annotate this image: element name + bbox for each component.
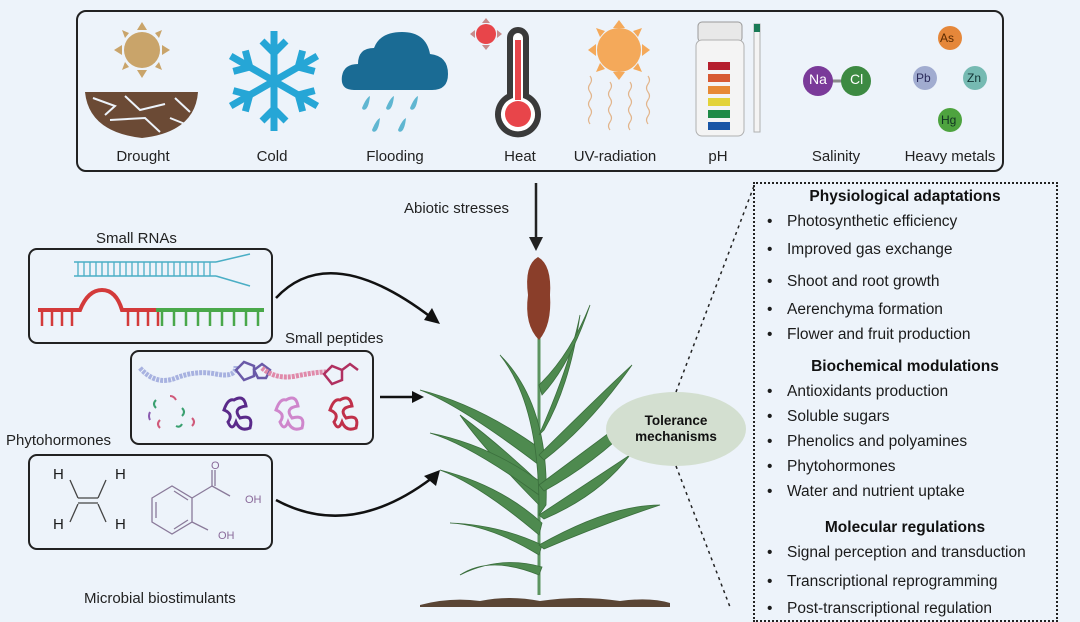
mechanism-item: Transcriptional reprogramming	[767, 573, 997, 591]
small-rnas-box	[28, 248, 273, 344]
down-arrow-icon	[529, 183, 543, 251]
mechanism-item: Flower and fruit production	[767, 326, 971, 344]
small-rnas-label: Small RNAs	[96, 230, 177, 247]
snowflake-icon	[228, 31, 320, 131]
small-peptides-label: Small peptides	[285, 330, 384, 347]
phytohormones-box	[28, 454, 273, 550]
mechanism-item: Aerenchyma formation	[767, 301, 943, 319]
tolerance-mechanisms-ellipse	[606, 392, 746, 466]
stress-label-salinity: Salinity	[811, 148, 861, 165]
thermometer-icon	[470, 18, 541, 138]
stress-label-heavy-metals: Heavy metals	[904, 148, 996, 165]
stress-label-ph: pH	[708, 148, 728, 165]
heavy-metals-icon	[913, 26, 987, 132]
biochemical-title: Biochemical modulations	[811, 358, 999, 375]
mechanism-item: Signal perception and transduction	[767, 544, 1026, 562]
drought-icon	[85, 22, 198, 138]
mechanism-item: Phytohormones	[767, 458, 896, 476]
metal-zn: Zn	[967, 71, 982, 85]
atom-h-1: H	[53, 466, 64, 483]
mechanism-item: Phenolics and polyamines	[767, 433, 967, 451]
peptide-icon	[138, 360, 359, 431]
salicylic-acid-structure-icon	[151, 470, 231, 535]
abiotic-stress-panel	[76, 10, 1004, 172]
tolerance-mechanisms-panel: Physiological adaptations Photosynthetic…	[753, 182, 1058, 622]
ethylene-structure-icon	[69, 479, 107, 523]
sodium-atom: Na	[809, 71, 827, 87]
ph-strip-icon	[695, 21, 761, 137]
mechanism-item: Photosynthetic efficiency	[767, 213, 957, 231]
stress-label-uv-radiation: UV-radiation	[573, 148, 657, 165]
microbial-biostimulants-label: Microbial biostimulants	[84, 590, 236, 607]
atom-h-2: H	[115, 466, 126, 483]
arrows-to-plant	[275, 272, 440, 517]
atom-oh-1: OH	[245, 494, 262, 506]
physiological-title: Physiological adaptations	[809, 188, 1001, 205]
atom-oh-2: OH	[218, 530, 235, 542]
metal-as: As	[940, 31, 955, 45]
atom-h-3: H	[53, 516, 64, 533]
small-peptides-box	[130, 350, 374, 445]
rna-icon	[38, 253, 264, 326]
metal-pb: Pb	[916, 71, 931, 85]
zoom-connector-lines	[675, 185, 755, 608]
atom-h-4: H	[115, 516, 126, 533]
nacl-icon	[803, 66, 871, 96]
phytohormones-label: Phytohormones	[6, 432, 112, 449]
mechanism-item: Shoot and root growth	[767, 273, 940, 291]
tolerance-line-1: Tolerance	[644, 413, 708, 428]
mechanism-item: Improved gas exchange	[767, 241, 952, 259]
tolerance-line-2: mechanisms	[635, 429, 717, 444]
stress-label-heat: Heat	[504, 148, 536, 165]
stress-label-drought: Drought	[116, 148, 170, 165]
stress-label-cold: Cold	[256, 148, 288, 165]
atom-o: O	[211, 460, 220, 472]
mechanism-item: Antioxidants production	[767, 383, 948, 401]
tolerance-mechanisms-label: Tolerance mechanisms	[606, 413, 746, 445]
molecular-title: Molecular regulations	[824, 519, 986, 536]
mechanism-item: Water and nutrient uptake	[767, 483, 965, 501]
abiotic-stresses-label: Abiotic stresses	[404, 200, 510, 217]
mechanism-item: Post-transcriptional regulation	[767, 600, 992, 618]
uv-sun-icon	[587, 20, 651, 131]
chlorine-atom: Cl	[850, 71, 864, 87]
stress-label-flooding: Flooding	[366, 148, 424, 165]
mechanism-item: Soluble sugars	[767, 408, 890, 426]
sorghum-plant-illustration	[419, 257, 670, 607]
metal-hg: Hg	[941, 113, 957, 127]
rain-cloud-icon	[341, 32, 448, 132]
